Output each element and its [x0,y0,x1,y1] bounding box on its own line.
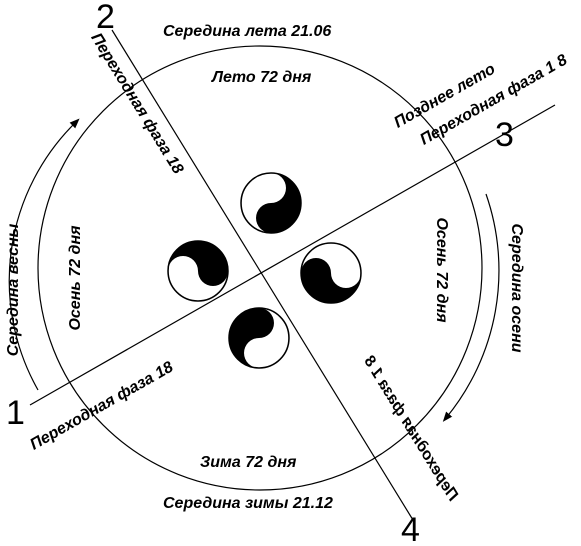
label-summer: Лето 72 дня [211,69,312,86]
yin-yang-icon-left [167,240,229,302]
yin-yang-icon-right [300,242,362,304]
axis-line-2-4 [111,29,414,521]
label-autumn-right: Осень 72 дня [433,217,450,323]
yin-yang-icon-top [240,172,302,234]
label-winter: Зима 72 дня [200,454,297,471]
spring-arrow [8,118,80,391]
label-transition-1: Переходная фаза 18 [27,359,176,454]
yin-yang-icon-bottom [228,307,290,369]
label-transition-4: Переходная фаза 1 8 [360,353,461,504]
year-circle [37,45,483,491]
label-autumn-left: Осень 72 дня [67,225,84,331]
point-number-1: 1 [6,394,25,432]
label-autumn-mid: Середина осени [508,224,525,353]
label-transition-2: Переходная фаза 18 [87,30,186,177]
label-winter-mid: Середина зимы 21.12 [163,495,333,512]
point-number-4: 4 [401,511,420,546]
label-summer-mid: Середина лета 21.06 [163,23,331,40]
point-number-3: 3 [495,116,514,154]
point-number-2: 2 [96,0,115,36]
axis-line-1-3 [29,104,556,406]
autumn-arrow [442,193,500,422]
label-spring-mid: Середина весны [5,223,22,356]
